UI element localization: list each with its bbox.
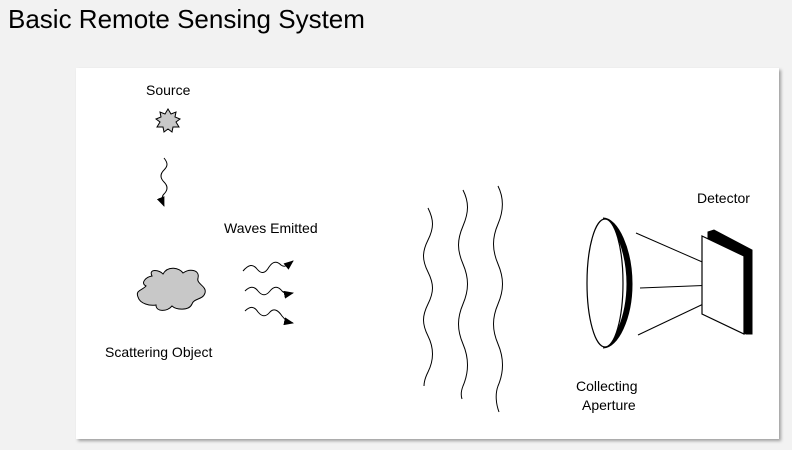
emitted-wave-1 bbox=[242, 260, 294, 273]
label-source: Source bbox=[146, 82, 191, 98]
source-wave-arrow bbox=[156, 157, 168, 207]
label-collecting: Collecting bbox=[576, 378, 638, 394]
page-title: Basic Remote Sensing System bbox=[8, 4, 365, 34]
wavefront-1 bbox=[423, 207, 433, 387]
wavefront-3 bbox=[493, 185, 503, 413]
diagram-canvas bbox=[136, 108, 753, 413]
source-icon bbox=[154, 108, 182, 133]
emitted-wave-2 bbox=[244, 286, 294, 299]
emitted-wave-3 bbox=[244, 306, 294, 326]
label-waves-emitted: Waves Emitted bbox=[224, 220, 318, 236]
aperture-rim-shape bbox=[602, 217, 633, 349]
wavefront-2 bbox=[458, 189, 468, 400]
scattering-object-shape bbox=[136, 267, 206, 311]
label-scattering-object: Scattering Object bbox=[105, 344, 213, 360]
diagram-figure: Source Waves Emitted Scattering Object D… bbox=[76, 68, 779, 439]
aperture-lens-shape bbox=[586, 218, 624, 348]
detector-plate bbox=[701, 235, 745, 335]
label-aperture: Aperture bbox=[582, 397, 636, 413]
label-detector: Detector bbox=[697, 190, 750, 206]
